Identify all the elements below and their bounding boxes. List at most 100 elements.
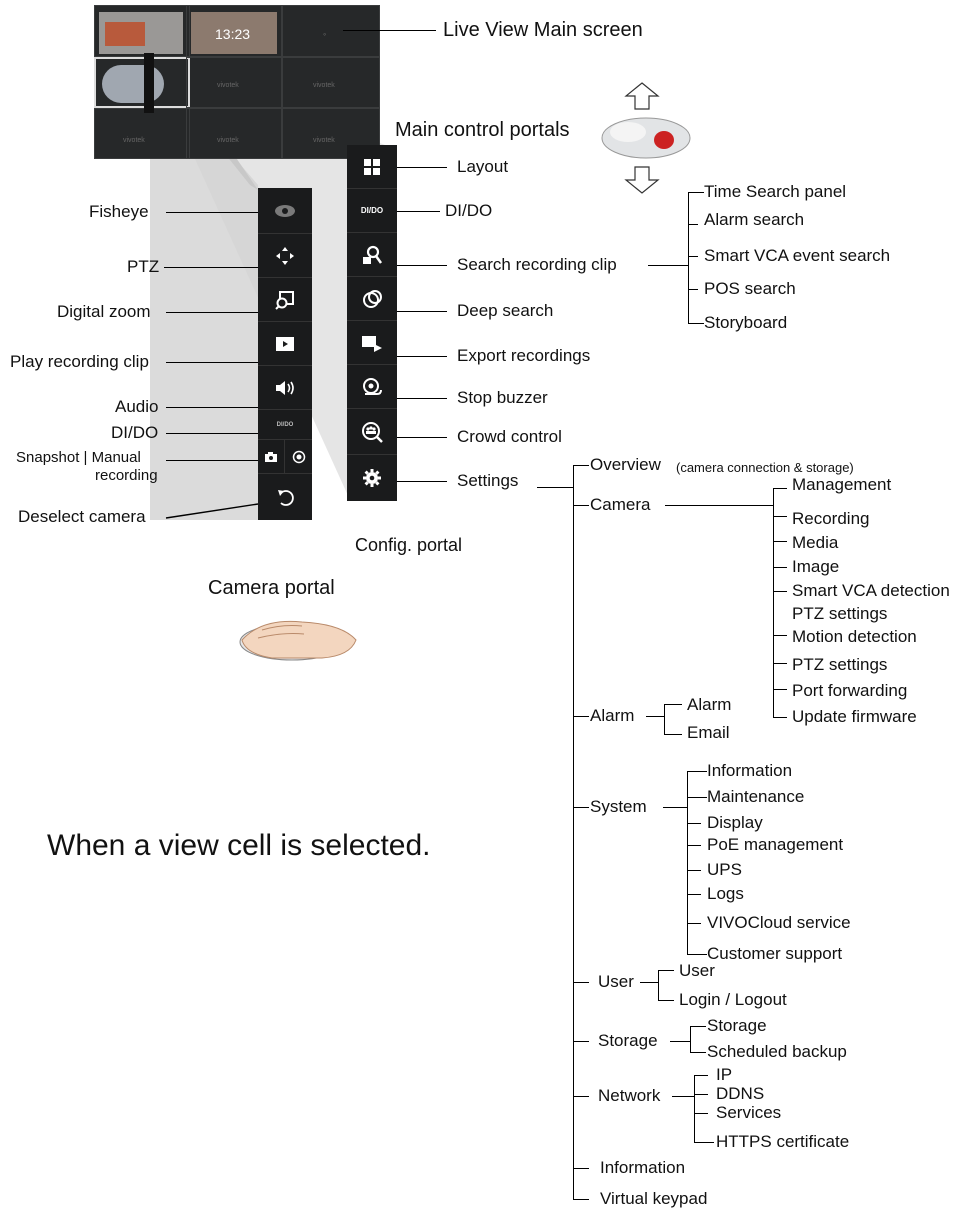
camera-toolbar: DI/DO	[258, 188, 312, 520]
view-cell[interactable]	[94, 5, 190, 57]
live-view-screen[interactable]: 13:23 ◦ vivotek vivotek vivotek vivotek …	[94, 5, 380, 159]
layout-button[interactable]	[347, 145, 397, 189]
ptz-button[interactable]	[258, 234, 312, 278]
submenu-time-search: Time Search panel	[704, 182, 847, 201]
cell-brand: vivotek	[123, 137, 145, 144]
tree-system: System	[590, 797, 647, 816]
tree-system-information: Information	[707, 761, 793, 780]
cell-brand: vivotek	[313, 82, 335, 89]
speaker-icon	[276, 380, 294, 395]
tree-overview: Overview	[590, 455, 661, 474]
export-icon	[362, 335, 382, 352]
view-cell[interactable]: 13:23	[186, 5, 282, 57]
submenu-alarm-search: Alarm search	[704, 210, 805, 229]
tree-alarm-alarm: Alarm	[687, 695, 732, 714]
play-recording-button[interactable]	[258, 322, 312, 366]
main-control-title: Main control portals	[395, 119, 570, 141]
tree-alarm: Alarm	[590, 706, 635, 725]
tree-camera-smart-vca: Smart VCA detection	[792, 581, 950, 600]
tree-network: Network	[598, 1086, 661, 1105]
tree-user-login: Login / Logout	[679, 990, 787, 1009]
audio-button[interactable]	[258, 366, 312, 410]
scroll-up-icon	[624, 82, 660, 110]
submenu-pos-search: POS search	[704, 279, 796, 298]
tree-camera-recording: Recording	[792, 509, 870, 528]
stop-buzzer-button[interactable]	[347, 365, 397, 409]
crowd-icon	[362, 421, 383, 443]
live-view-label: Live View Main screen	[443, 19, 643, 41]
tree-camera-management: Management	[792, 475, 892, 494]
tree-system-poe: PoE management	[707, 835, 844, 854]
tree-system-support: Customer support	[707, 944, 843, 963]
tree-network-ip: IP	[716, 1065, 733, 1084]
cell-brand: vivotek	[313, 137, 335, 144]
tree-virtual-keypad: Virtual keypad	[600, 1189, 708, 1208]
crowd-control-button[interactable]	[347, 409, 397, 455]
tree-user: User	[598, 972, 634, 991]
play-icon	[276, 336, 294, 351]
tree-camera-firmware: Update firmware	[792, 707, 917, 726]
camera-icon	[265, 451, 277, 462]
mouse-icon	[601, 117, 691, 159]
layout-icon	[364, 158, 380, 175]
tree-camera: Camera	[590, 495, 651, 514]
submenu-smart-vca: Smart VCA event search	[704, 246, 891, 265]
label-digital-zoom: Digital zoom	[57, 302, 151, 321]
label-audio: Audio	[115, 397, 159, 416]
view-cell[interactable]: vivotek	[282, 57, 380, 108]
tree-system-logs: Logs	[707, 884, 744, 903]
label-search-recording: Search recording clip	[457, 255, 617, 274]
view-cell[interactable]: vivotek	[94, 108, 190, 159]
digital-zoom-button[interactable]	[258, 278, 312, 322]
cell-brand: vivotek	[217, 137, 239, 144]
fisheye-button[interactable]	[258, 188, 312, 234]
tree-alarm-email: Email	[687, 723, 730, 742]
label-deselect: Deselect camera	[18, 507, 146, 526]
label-snapshot: Snapshot | Manual	[16, 449, 141, 466]
cell-brand: vivotek	[217, 82, 239, 89]
ptz-arrows-icon	[276, 246, 294, 265]
camera-dido-button[interactable]: DI/DO	[258, 410, 312, 440]
tree-system-ups: UPS	[707, 860, 742, 879]
search-recording-button[interactable]	[347, 233, 397, 277]
tree-camera-media: Media	[792, 533, 839, 552]
label-fisheye: Fisheye	[89, 202, 149, 221]
camera-portal-title: Camera portal	[208, 577, 335, 599]
tree-storage-backup: Scheduled backup	[707, 1042, 847, 1061]
view-cell[interactable]: vivotek	[186, 57, 282, 108]
deselect-camera-button[interactable]	[258, 474, 312, 520]
search-recording-icon	[363, 245, 383, 264]
deep-search-icon	[363, 289, 382, 308]
caption: When a view cell is selected.	[47, 829, 431, 862]
tree-camera-motion: Motion detection	[792, 627, 917, 646]
mini-camera-toolbar	[144, 53, 154, 113]
record-icon	[292, 450, 305, 463]
label-manual-recording: recording	[95, 467, 158, 484]
label-layout: Layout	[457, 157, 509, 176]
view-cell[interactable]: vivotek	[186, 108, 282, 159]
config-portal-label: Config. portal	[355, 535, 463, 555]
label-crowd-control: Crowd control	[457, 427, 562, 446]
tree-system-vivocloud: VIVOCloud service	[707, 913, 851, 932]
main-control-toolbar: DI/DO	[347, 145, 397, 501]
dido-text-icon: DI/DO	[360, 206, 384, 215]
tree-storage: Storage	[598, 1031, 658, 1050]
export-button[interactable]	[347, 321, 397, 365]
dido-button[interactable]: DI/DO	[347, 189, 397, 233]
deep-search-button[interactable]	[347, 277, 397, 321]
manual-recording-button[interactable]	[285, 440, 312, 474]
snapshot-button[interactable]	[258, 440, 285, 474]
tree-information: Information	[600, 1158, 686, 1177]
label-dido: DI/DO	[445, 201, 493, 220]
dido-text-icon: DI/DO	[276, 421, 294, 428]
settings-button[interactable]	[347, 455, 397, 501]
view-cell[interactable]: vivotek	[282, 108, 380, 159]
clock-display: 13:23	[215, 26, 251, 42]
buzzer-icon	[363, 377, 382, 395]
label-deep-search: Deep search	[457, 301, 554, 320]
digital-zoom-icon	[275, 290, 294, 310]
tree-network-https: HTTPS certificate	[716, 1132, 850, 1151]
tree-camera-image: Image	[792, 557, 840, 576]
tree-camera-ptz-settings-a: PTZ settings	[792, 604, 888, 623]
tree-system-display: Display	[707, 813, 763, 832]
